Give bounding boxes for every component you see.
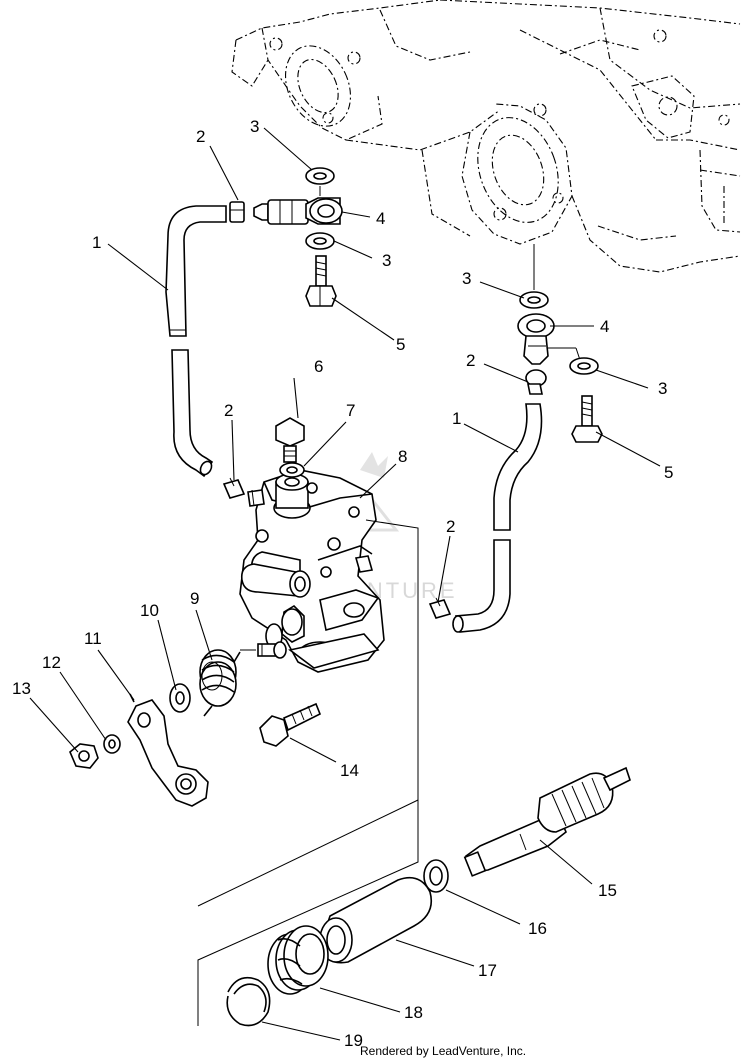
right-oil-hose-lower [452,539,511,633]
hose-clamp-lower-left [222,477,246,499]
callout-4-left: 4 [376,209,385,228]
control-lever [127,693,209,807]
right-oil-hose-upper [493,403,543,531]
banjo-fitting-left [305,197,343,225]
callout-4-right: 4 [600,317,609,336]
bleed-fitting-left [253,199,309,225]
left-oil-hose-lower [171,349,214,478]
callout-16: 16 [528,919,547,938]
callout-3-upper-right: 3 [462,269,471,288]
sealing-washer-left-top [305,167,335,185]
callout-12: 12 [42,653,61,672]
snap-ring [226,976,271,1027]
oil-pump-body [239,469,385,673]
callout-19: 19 [344,1031,363,1050]
sealing-washer-right-top [519,291,549,309]
callout-2-upper-right: 2 [466,351,475,370]
callout-3-lower-left: 3 [382,251,391,270]
callout-17: 17 [478,961,497,980]
callout-1-right: 1 [452,409,461,428]
callout-15: 15 [598,881,617,900]
return-spring [199,649,241,717]
callout-3-upper-left: 3 [250,117,259,136]
leader-lines [29,127,661,1041]
control-washer [169,683,191,713]
callout-18: 18 [404,1003,423,1022]
callout-5-right: 5 [664,463,673,482]
left-oil-hose-upper [165,205,227,337]
callout-14: 14 [340,761,359,780]
drive-gear-sleeve [267,925,329,995]
drive-bushing [319,876,433,964]
sealing-washer-left-bottom [305,232,335,250]
sealing-washer-right-side [569,357,599,375]
callout-2-pump-left: 2 [224,401,233,420]
banjo-bolt-right [571,395,603,443]
callout-7: 7 [346,401,355,420]
callout-9: 9 [190,589,199,608]
hose-clamp-upper-right [525,369,547,395]
drive-gear-shaft [463,766,631,877]
pump-outlet-nipple-right [354,555,374,573]
callout-10: 10 [140,601,159,620]
engine-crankcase-outline [231,0,741,273]
banjo-fitting-right [517,313,555,365]
callout-8: 8 [398,447,407,466]
callout-labels: 1 1 2 2 2 2 3 3 3 3 4 4 5 5 6 7 8 9 10 1… [12,117,673,1050]
callout-6: 6 [314,357,323,376]
bleed-screw-washer [279,462,305,478]
thrust-washer [423,859,449,893]
callout-11: 11 [84,629,102,648]
render-credit: Rendered by LeadVenture, Inc. [360,1044,527,1058]
callout-13: 13 [12,679,31,698]
callout-1-left: 1 [92,233,101,252]
hose-clamp-upper-left [229,201,245,223]
lock-washer [103,734,121,754]
callout-2-upper-left: 2 [196,127,205,146]
drive-detail-frame [197,519,419,1026]
callout-5-left: 5 [396,335,405,354]
pump-control-shaft [257,641,287,659]
bleed-screw [275,417,305,463]
callout-3-lower-right: 3 [658,379,667,398]
lock-nut [69,743,99,769]
callout-2-pump-right: 2 [446,517,455,536]
pump-outlet-nipple-left [247,489,265,507]
mounting-bolt [259,702,322,747]
banjo-bolt-left [305,255,337,307]
